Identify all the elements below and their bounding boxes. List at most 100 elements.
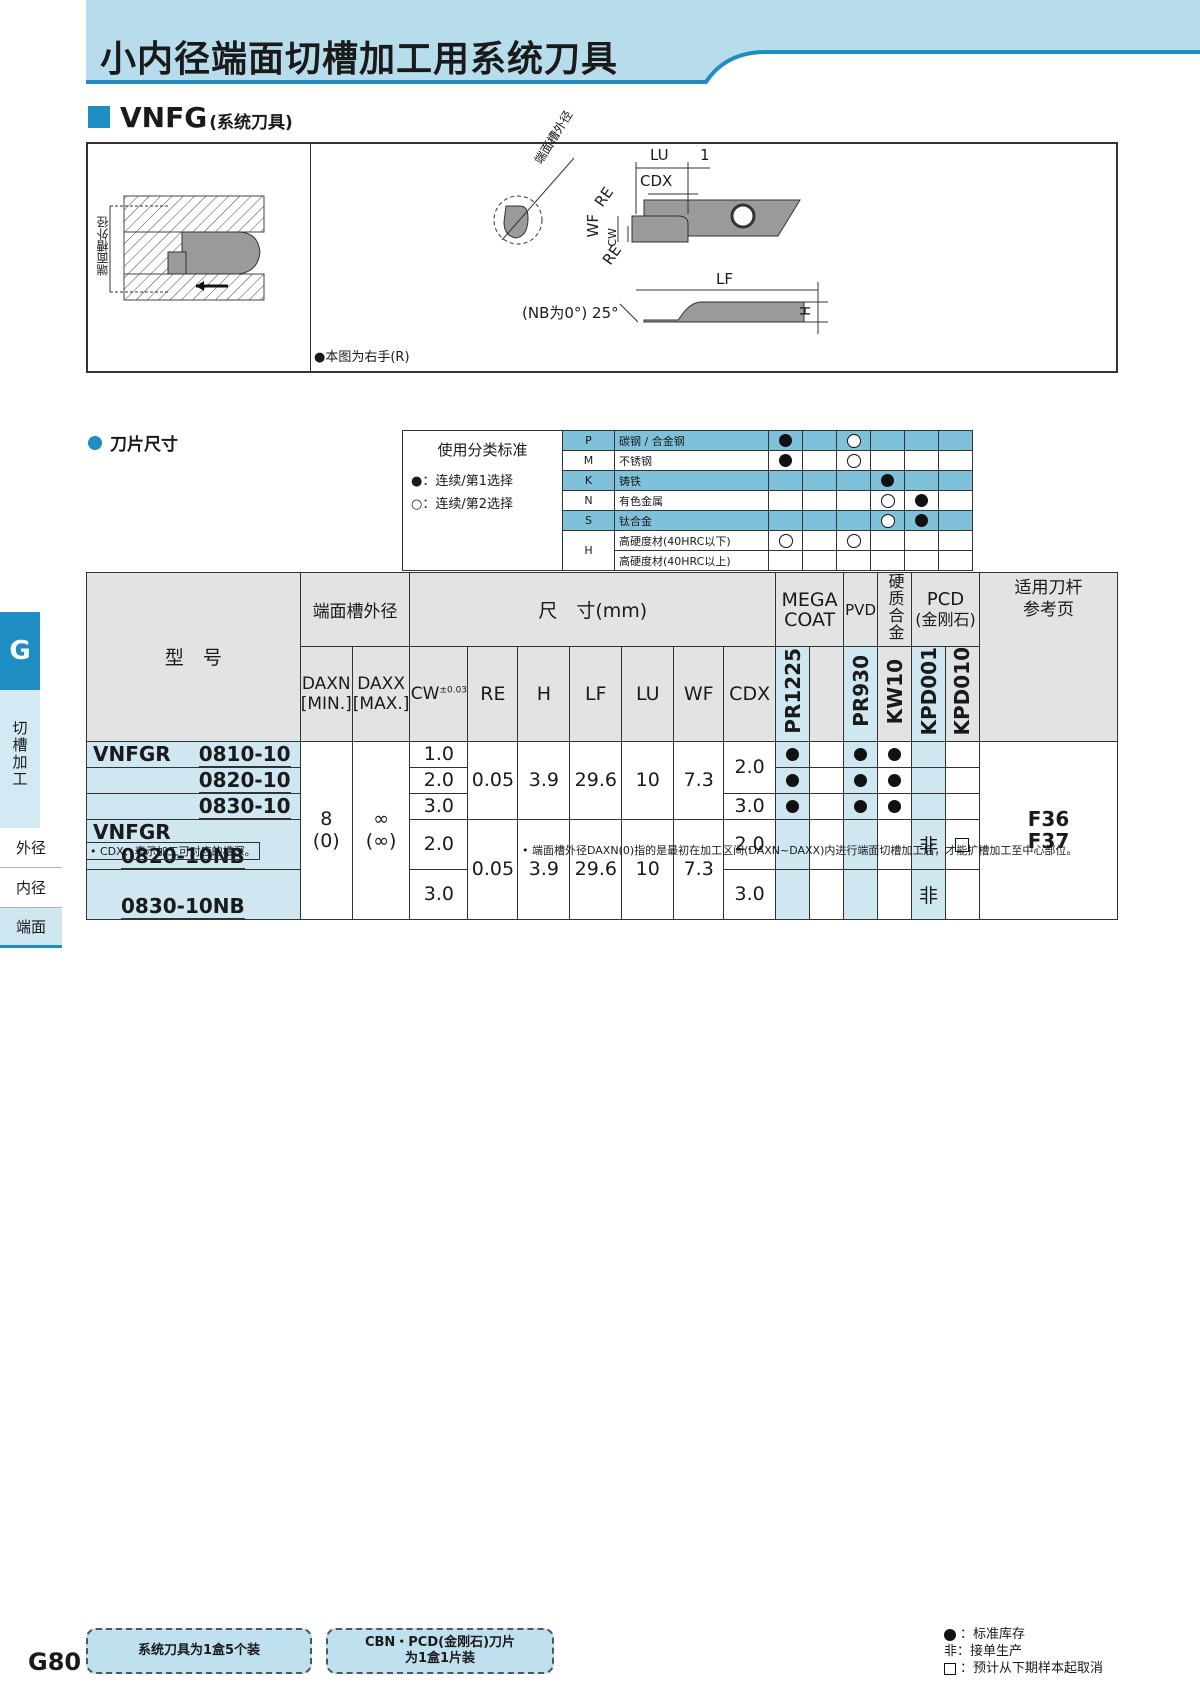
mega-coat-label: MEGA COAT (781, 588, 838, 631)
stock-dot-icon (888, 748, 902, 762)
blade-size-heading-text: 刀片尺寸 (110, 435, 178, 455)
second-choice-ring-icon (846, 433, 861, 448)
stock-mark (877, 740, 913, 768)
grade-mark (836, 550, 871, 571)
lf-header: LF (569, 646, 623, 742)
right-hand-note: ●本图为右手(R) (314, 350, 410, 365)
model-suffix: 0830-10NB (121, 893, 245, 919)
stock-dot-icon (888, 774, 902, 788)
grade-label: PR930 (848, 655, 873, 728)
footer-pill-cbn-line2: 为1盒1片装 (404, 1651, 476, 1666)
grade-mark (870, 490, 905, 511)
grade-mark (768, 530, 803, 551)
ref-page-link[interactable]: F37 (1027, 829, 1070, 854)
cw-cell: 1.0 (409, 740, 469, 768)
side-tab-category[interactable]: 切槽加工 (0, 690, 40, 828)
legend-cancel: ：预计从下期样本起取消 (944, 1660, 1103, 1677)
side-tab-letter[interactable]: G (0, 612, 40, 690)
side-tab-outer[interactable]: 外径 (0, 828, 62, 868)
material-standard-table: 使用分类标准 ●：连续/第1选择 ○：连续/第2选择 P 碳钢 / 合金钢 M … (402, 430, 973, 571)
stock-dot-icon (888, 800, 902, 814)
stock-mark (843, 766, 879, 794)
stock-mark (945, 766, 980, 794)
stock-dot-icon (786, 748, 800, 762)
grade-mark (938, 550, 973, 571)
ref-page-link[interactable]: F36 (1027, 807, 1070, 832)
stock-dot-icon (915, 514, 928, 527)
stock-mark (775, 868, 811, 920)
legend-order-text: ：接单生产 (957, 1644, 1023, 1659)
left-vertical-label: 端面槽外径 (96, 216, 110, 276)
stock-mark (945, 740, 980, 768)
table-row: VNFGR0820-10NB 2.0 0.05 3.9 29.6 10 7.3 … (86, 818, 1118, 920)
grade-mark (836, 490, 871, 511)
grade-label: KW10 (882, 658, 907, 724)
label-h: H (796, 306, 811, 316)
label-lu: LU (650, 146, 669, 164)
stock-dot-icon (915, 494, 928, 507)
grade-mark (938, 470, 973, 491)
stock-mark (775, 818, 811, 870)
grade-mark (802, 490, 837, 511)
model-cell: VNFGR0820-10NB (86, 818, 301, 870)
grade-mark (768, 430, 803, 451)
daxx-label: DAXX (357, 673, 405, 694)
stock-mark (809, 766, 845, 794)
stock-dot-icon (786, 774, 800, 788)
stock-dot-icon (854, 800, 868, 814)
model-cell: VNFGR0830-10 (86, 792, 301, 820)
side-tab-inner[interactable]: 内径 (0, 868, 62, 908)
stock-dot-icon (854, 774, 868, 788)
mat-name: 高硬度材(40HRC以上) (614, 550, 769, 571)
section-square-icon (88, 106, 110, 128)
pcd-sublabel: (金刚石) (915, 609, 976, 629)
carbide-label: 硬质合金 (885, 573, 905, 641)
model-header: 型 号 (86, 572, 301, 742)
lf-cell: 29.6 (569, 740, 623, 820)
side-tab-face[interactable]: 端面 (0, 908, 62, 948)
label-one: 1 (700, 146, 710, 164)
label-wf: WF (584, 214, 602, 238)
stock-mark (945, 868, 980, 920)
stock-mark (775, 766, 811, 794)
stock-mark (877, 868, 913, 920)
daxn-cell: 8(0) (299, 740, 353, 920)
legend-cell: 使用分类标准 ●：连续/第1选择 ○：连续/第2选择 (402, 430, 563, 571)
re-header: RE (467, 646, 519, 742)
mat-letter: K (562, 470, 615, 491)
table-row: VNFGR0820-10 2.0 (86, 766, 1118, 794)
grade-mark (870, 470, 905, 491)
ref-page-label: 适用刀杆参考页 (1014, 578, 1083, 620)
footer-legend: ：标准库存 非：接单生产 ：预计从下期样本起取消 (944, 1626, 1103, 1677)
daxx-header: DAXX [MAX.] (351, 646, 411, 742)
daxx-sublabel: [MAX.] (352, 693, 410, 714)
grade-mark (802, 450, 837, 471)
size-header: 尺 寸(mm) (409, 572, 777, 647)
grade-header-pr930: PR930 (843, 646, 879, 742)
stock-dot-icon (854, 748, 868, 762)
grade-mark (904, 490, 939, 511)
mat-name: 钛合金 (614, 510, 769, 531)
table-row: VNFGR0830-10NB 3.0 3.0 非 (86, 868, 1118, 920)
mat-letter: S (562, 510, 615, 531)
note-daxn: • 端面槽外径DAXN(0)指的是最初在加工区间(DAXN~DAXX)内进行端面… (522, 844, 1078, 857)
label-lf: LF (716, 270, 733, 288)
second-choice-ring-icon (880, 493, 895, 508)
mat-letter: H (562, 530, 615, 571)
daxn-value: 8 (320, 808, 333, 831)
note-cdx: • CDX：表示加工可对应的槽深。 (86, 842, 260, 860)
grade-header-kw10: KW10 (877, 646, 913, 742)
stock-mark (775, 740, 811, 768)
grade-mark (768, 450, 803, 471)
wf-header: WF (673, 646, 725, 742)
wf-cell: 7.3 (673, 818, 725, 920)
footer-pill-box: 系统刀具为1盒5个装 (86, 1628, 312, 1674)
lf-cell: 29.6 (569, 818, 623, 920)
mat-name: 铸铁 (614, 470, 769, 491)
cw-tolerance: ±0.03 (439, 685, 468, 696)
h-cell: 3.9 (517, 740, 571, 820)
grade-mark (836, 470, 871, 491)
cdx-header: CDX (723, 646, 777, 742)
grade-mark (870, 430, 905, 451)
